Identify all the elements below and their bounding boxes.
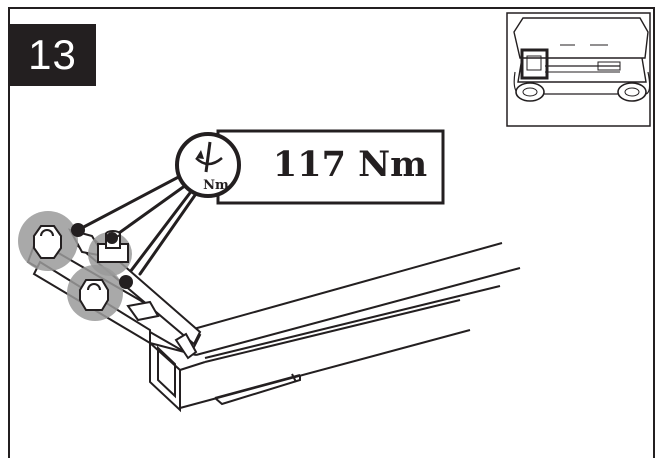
nut-left [32, 225, 63, 259]
page-border [8, 7, 655, 458]
torque-callout [216, 129, 445, 205]
torque-value-label: 117 Nm [272, 144, 428, 185]
torque-wrench-icon [175, 132, 241, 198]
torque-callout-box [216, 129, 445, 205]
nut-bottom [78, 279, 110, 311]
leader-lines [76, 170, 202, 282]
vehicle-rear-view-icon [506, 12, 651, 127]
frame-rail [149, 242, 521, 413]
leader-dots [71, 223, 133, 289]
step-number-badge: 13 [9, 24, 96, 86]
torque-unit-label: Nm [203, 178, 229, 193]
